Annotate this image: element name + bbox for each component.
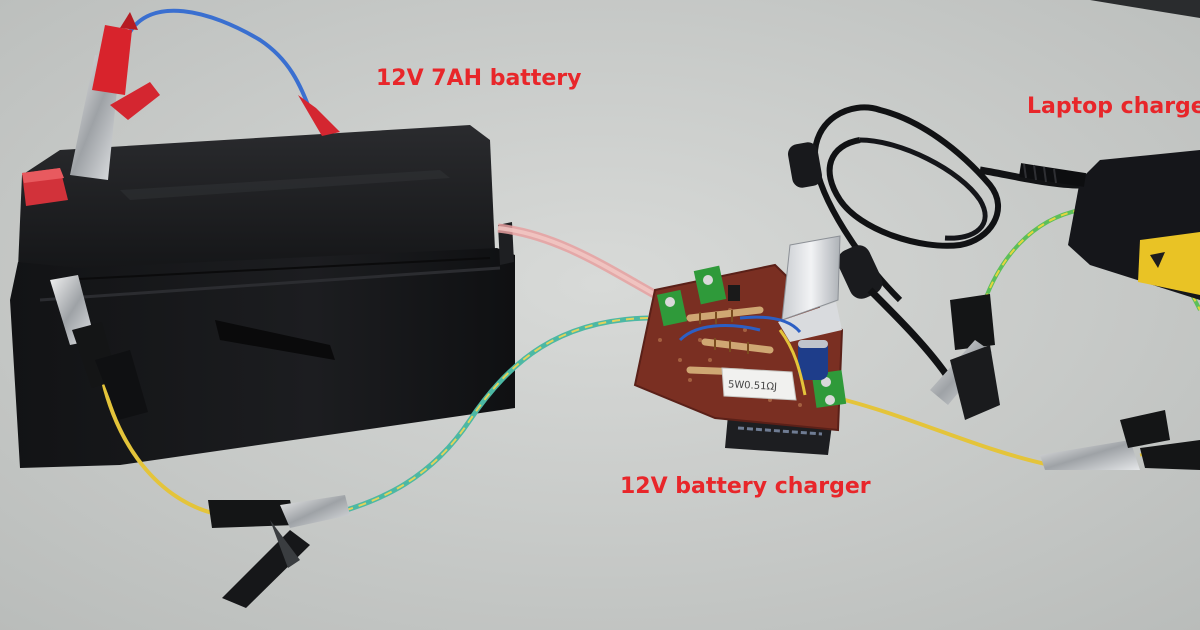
laptop-charger-label: Laptop charge: [1027, 94, 1200, 119]
red-clamp-top: [70, 12, 340, 180]
battery: [10, 125, 515, 468]
battery-label: 12V 7AH battery: [376, 66, 582, 91]
laptop-charger: [787, 104, 1200, 382]
yellow-wire-right: [844, 398, 1051, 467]
battery-terminal-clamp: [50, 275, 148, 420]
terminal-block-left: [656, 289, 688, 327]
charger-label: 12V battery charger: [620, 474, 871, 499]
charger-board: [633, 235, 847, 455]
power-resistor: [721, 367, 797, 401]
capacitor: [798, 340, 828, 380]
clamp-center-right: [930, 294, 1000, 420]
resistor-marking: 5W0.51ΩJ: [728, 379, 778, 393]
terminal-block-top: [693, 265, 727, 305]
black-clamp-bottom: [208, 495, 350, 608]
corner-shadow: [1090, 0, 1200, 18]
clamp-bottom-right: [1040, 410, 1200, 470]
yellow-wire-left: [98, 364, 221, 517]
blue-wire: [126, 8, 312, 111]
heatsink: [781, 235, 841, 321]
